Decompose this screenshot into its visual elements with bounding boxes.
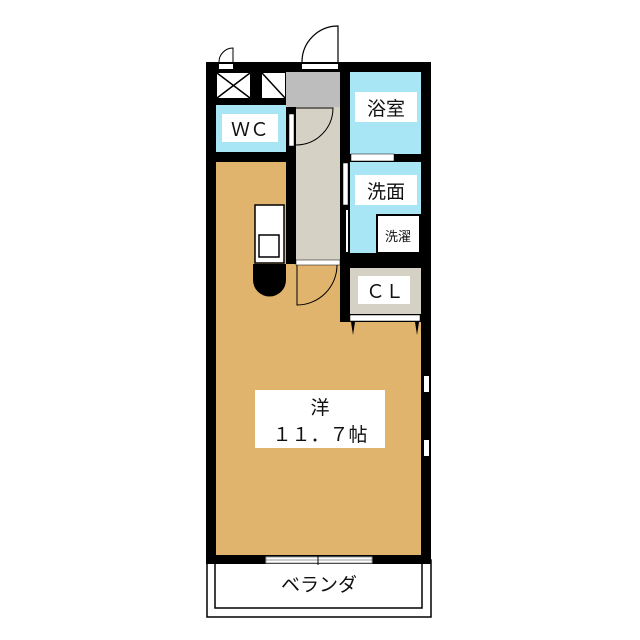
western-room-size: １１．７帖 xyxy=(272,424,367,446)
bath-label: 浴室 xyxy=(367,98,405,120)
entrance-door-swing xyxy=(301,25,339,63)
balcony-inner xyxy=(214,559,423,609)
wc-door-swing xyxy=(295,107,334,146)
room-door-swing xyxy=(296,264,338,306)
balcony-label: ベランダ xyxy=(281,574,357,596)
small-door-swing xyxy=(218,47,234,63)
washer-label: 洗濯 xyxy=(385,230,411,245)
window xyxy=(424,440,429,456)
wc-label: ＷＣ xyxy=(231,119,269,141)
washroom-label: 洗面 xyxy=(367,181,405,203)
washer-space xyxy=(376,214,421,254)
western-room-label: 洋 xyxy=(310,397,329,419)
storage-boxes xyxy=(216,72,286,99)
window xyxy=(424,376,429,392)
sink xyxy=(258,234,280,258)
fridge-space xyxy=(253,264,286,297)
hallway xyxy=(296,107,340,260)
entrance-area xyxy=(286,72,340,107)
closet-label: ＣＬ xyxy=(366,281,404,303)
